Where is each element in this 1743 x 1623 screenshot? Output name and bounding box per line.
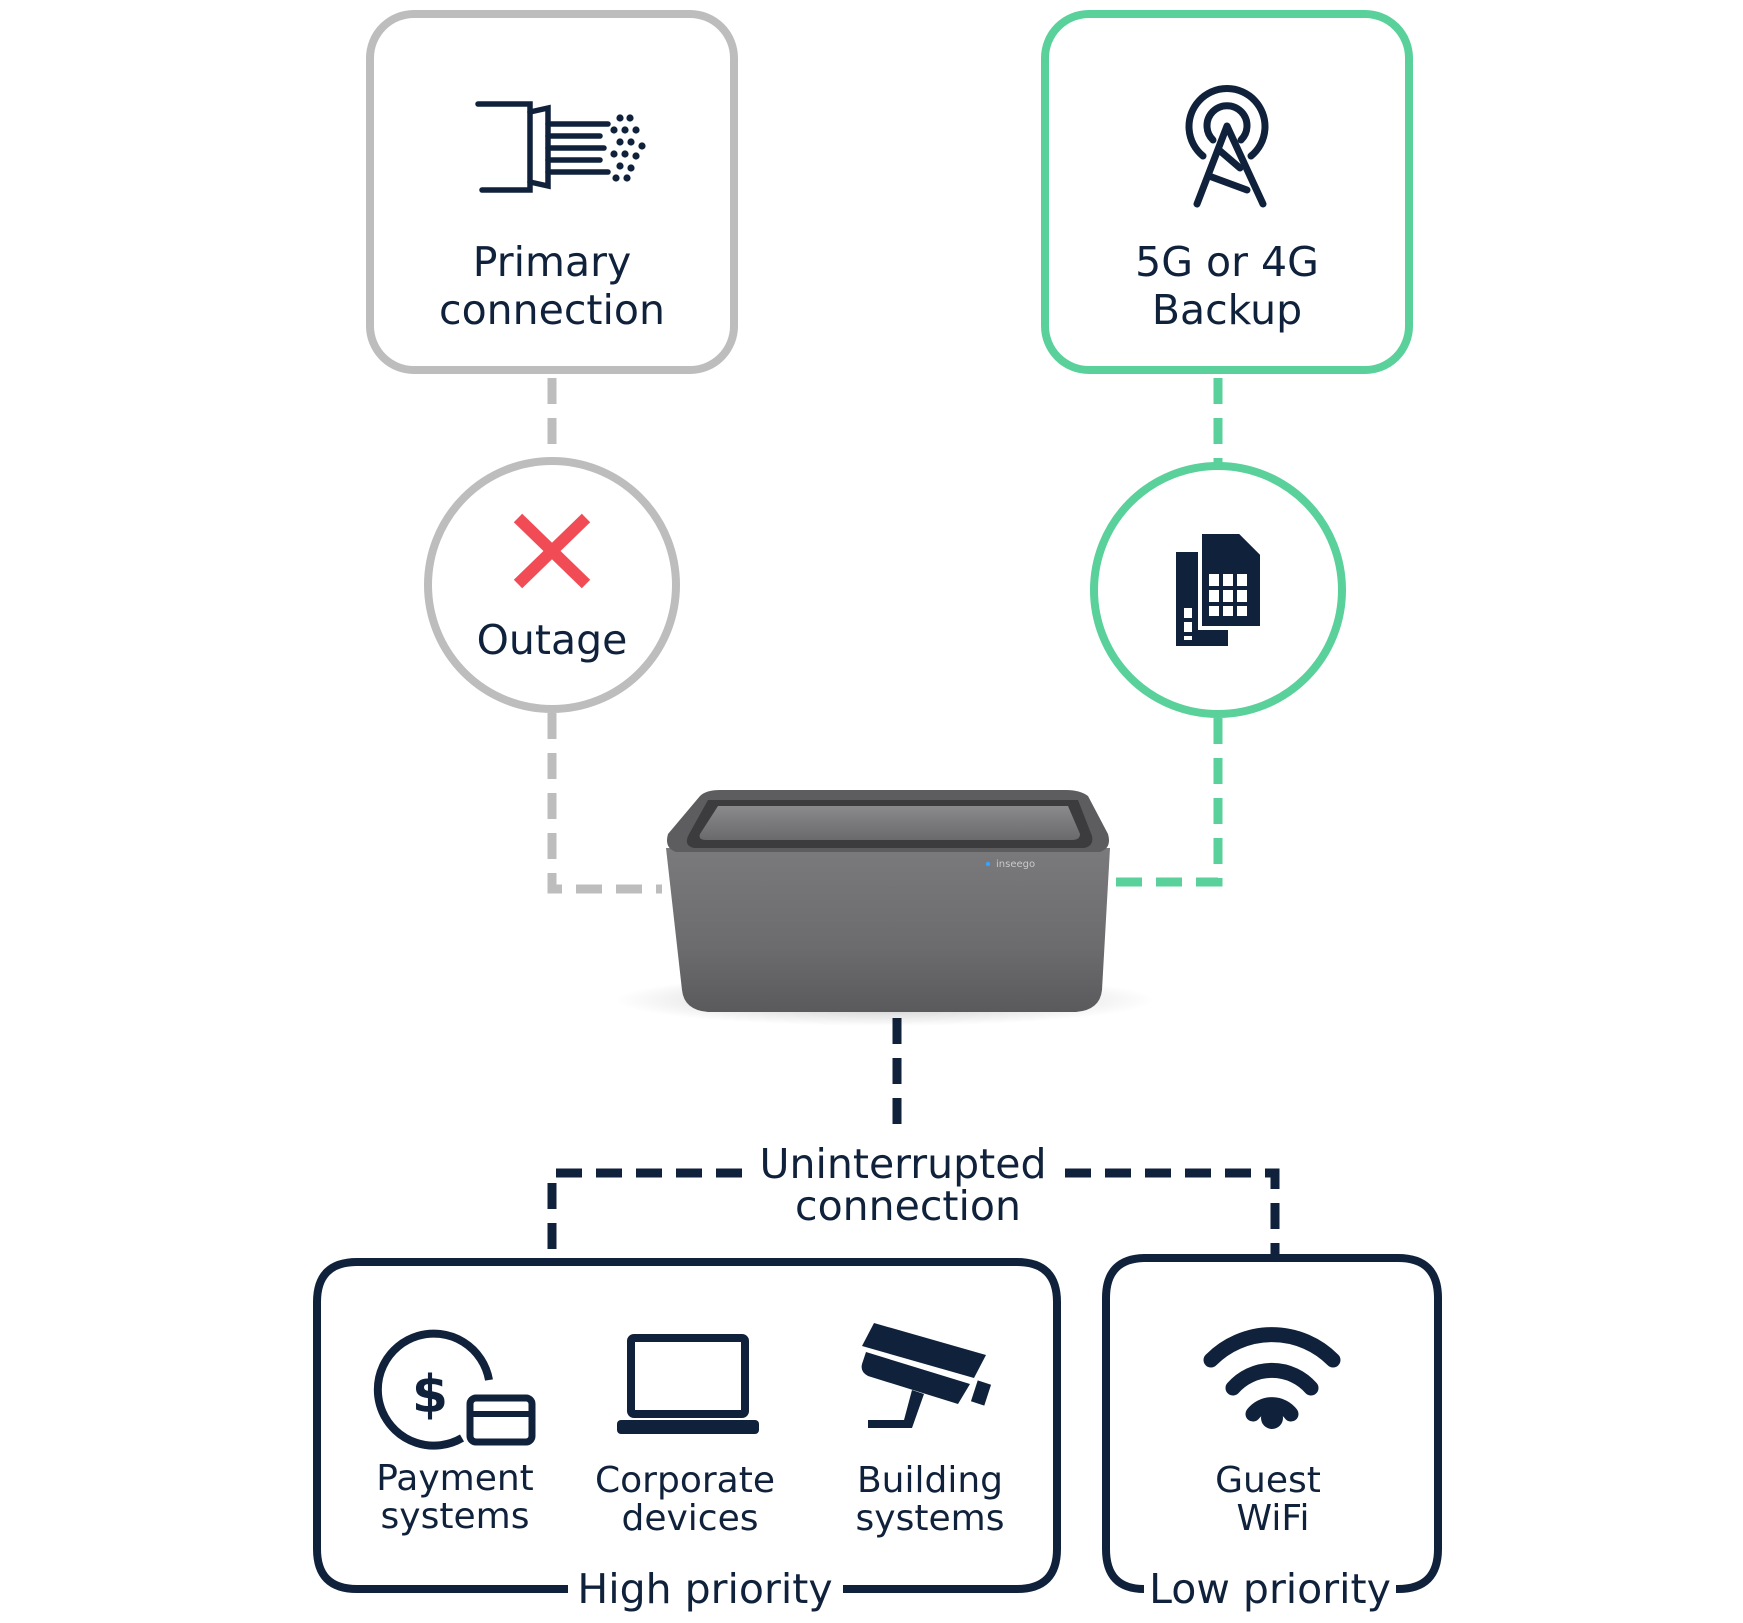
payment-icon: $ [373,1329,536,1450]
svg-text:$: $ [412,1365,448,1425]
router-status-light [985,861,991,867]
sim-to-router-connector [1110,718,1223,887]
low-priority-branch-connector [1065,1168,1280,1258]
primary-connection-label-line1: Primary [473,238,631,286]
backup-label-line2: Backup [1152,286,1302,334]
payment-label-line1: Payment [376,1458,534,1499]
cell-tower-icon [1185,85,1269,208]
guest-wifi-label-line2: WiFi [1237,1498,1310,1539]
low-priority-title: Low priority [1149,1565,1391,1613]
low-priority-group: Low priority Guest WiFi [1102,1254,1442,1613]
wifi-icon [1203,1327,1341,1422]
high-priority-group: High priority $ Payment systems Corporat… [313,1258,1061,1613]
sim-card-icon [1176,530,1264,646]
backup-connection-box: 5G or 4G Backup [1041,10,1413,374]
building-label-line2: systems [856,1498,1005,1539]
payment-label-line2: systems [381,1496,530,1537]
high-priority-title: High priority [577,1565,832,1613]
laptop-label-line1: Corporate [595,1460,775,1501]
backup-label-line1: 5G or 4G [1135,238,1319,286]
fiber-light-dots [610,114,646,182]
primary-connection-label-line2: connection [439,286,665,334]
router-device: inseego [615,790,1155,1026]
laptop-label-line2: devices [621,1498,758,1539]
outage-to-router-connector [547,713,662,894]
laptop-icon [617,1334,759,1434]
high-priority-branch-connector [547,1168,742,1262]
guest-wifi-label-line1: Guest [1215,1460,1321,1501]
x-icon [513,513,591,589]
uninterrupted-label-line1: Uninterrupted [760,1140,1047,1188]
primary-connection-box: Primary connection [366,10,738,374]
outage-label: Outage [477,616,628,664]
security-camera-icon [861,1323,992,1428]
uninterrupted-label-line2: connection [795,1182,1021,1230]
wifi-dot [1261,1407,1283,1429]
router-brand-label: inseego [996,859,1035,870]
building-label-line1: Building [857,1460,1003,1501]
sim-circle [1090,462,1346,718]
outage-circle: Outage [424,457,680,713]
fiber-optic-icon [475,101,611,193]
